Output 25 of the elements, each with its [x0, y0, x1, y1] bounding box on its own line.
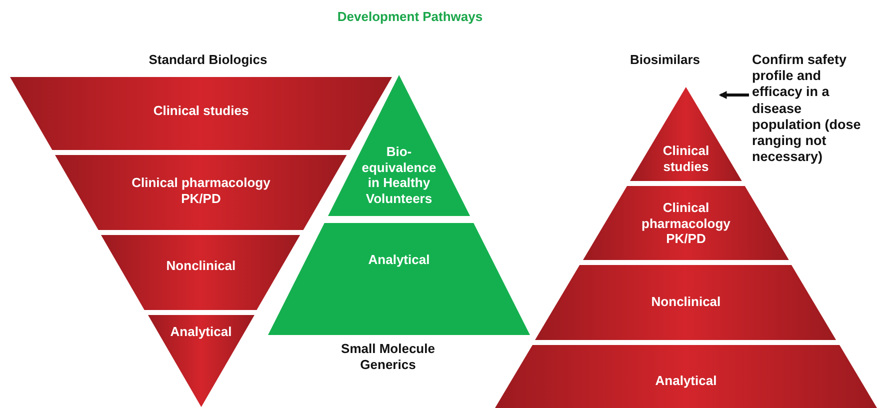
pyramid-heading: Biosimilars	[628, 52, 702, 68]
pyramid-segment	[101, 235, 301, 310]
pyramid-segment	[630, 87, 742, 181]
segment-label: Analytical	[368, 252, 430, 268]
segment-label: Analytical	[655, 373, 717, 389]
segment-label: Clinical pharmacology PK/PD	[130, 175, 272, 206]
pyramid-segment	[148, 315, 254, 407]
pyramid-segment	[268, 223, 530, 335]
segment-label: Clinical studies	[153, 103, 249, 119]
segment-label: Analytical	[170, 324, 232, 340]
pyramid-heading: Small Molecule Generics	[340, 341, 436, 374]
segment-label: Bio-equivalence in Healthy Volunteers	[360, 144, 438, 206]
note-text: Confirm safety profile and efficacy in a disease population (dose ranging not necessary)	[752, 52, 874, 166]
diagram-title: Development Pathways	[336, 9, 484, 24]
segment-label: Clinical studies	[662, 143, 710, 174]
arrow	[718, 91, 749, 99]
pyramid-segment	[583, 186, 789, 260]
pyramid-segment	[55, 155, 347, 230]
segment-label: Nonclinical	[651, 294, 721, 310]
pyramid-heading: Standard Biologics	[148, 52, 268, 68]
pyramid-segment	[535, 265, 837, 340]
pyramid-segment	[328, 75, 470, 216]
segment-label: Clinical pharmacology PK/PD	[640, 200, 732, 247]
segment-label: Nonclinical	[166, 258, 236, 274]
pyramid-segment	[495, 345, 877, 408]
